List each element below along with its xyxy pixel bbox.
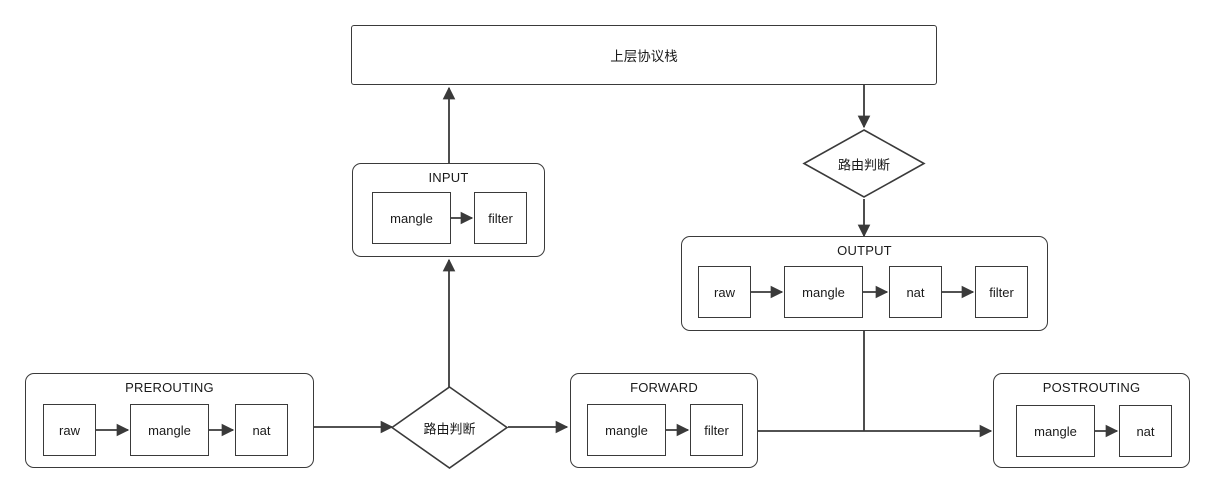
table-input-mangle-label: mangle	[390, 210, 433, 226]
routing-decision-bottom: 路由判断	[390, 385, 509, 470]
table-prerouting-raw-label: raw	[59, 422, 80, 438]
chain-output-internal-arrows	[751, 285, 975, 299]
table-postrouting-mangle: mangle	[1016, 405, 1095, 457]
upper-protocol-stack-label: 上层协议栈	[610, 49, 678, 64]
table-prerouting-mangle-label: mangle	[148, 422, 191, 438]
table-output-raw-label: raw	[714, 284, 735, 300]
chain-forward-internal-arrows	[666, 423, 690, 437]
table-input-filter-label: filter	[488, 210, 513, 226]
diamond-shape	[390, 386, 509, 469]
chain-prerouting-title: PREROUTING	[125, 380, 214, 395]
diamond-shape	[802, 129, 926, 198]
table-postrouting-nat-label: nat	[1136, 423, 1155, 439]
chain-forward: FORWARD mangle filter	[570, 373, 758, 468]
chain-postrouting-internal-arrows	[1095, 424, 1119, 438]
table-postrouting-nat: nat	[1119, 405, 1172, 457]
routing-decision-top: 路由判断	[802, 128, 926, 199]
chain-prerouting: PREROUTING raw mangle nat	[25, 373, 314, 468]
table-prerouting-mangle: mangle	[130, 404, 209, 456]
upper-protocol-stack-box: 上层协议栈	[351, 25, 937, 85]
table-prerouting-raw: raw	[43, 404, 96, 456]
routing-decision-bottom-label: 路由判断	[423, 421, 476, 436]
chain-input-title: INPUT	[428, 170, 469, 185]
table-output-filter: filter	[975, 266, 1028, 318]
chain-output-title: OUTPUT	[837, 243, 892, 258]
chain-postrouting: POSTROUTING mangle nat	[993, 373, 1190, 468]
table-output-mangle: mangle	[784, 266, 863, 318]
chain-output: OUTPUT raw mangle nat filter	[681, 236, 1048, 331]
table-prerouting-nat: nat	[235, 404, 288, 456]
table-output-nat: nat	[889, 266, 942, 318]
table-forward-filter: filter	[690, 404, 743, 456]
table-input-mangle: mangle	[372, 192, 451, 244]
chain-postrouting-title: POSTROUTING	[1042, 380, 1141, 395]
chain-prerouting-internal-arrows	[96, 423, 235, 437]
table-output-nat-label: nat	[906, 284, 925, 300]
table-output-mangle-label: mangle	[802, 284, 845, 300]
chain-forward-title: FORWARD	[630, 380, 698, 395]
table-forward-filter-label: filter	[704, 422, 729, 438]
table-input-filter: filter	[474, 192, 527, 244]
table-forward-mangle-label: mangle	[605, 422, 648, 438]
table-output-raw: raw	[698, 266, 751, 318]
chain-input-internal-arrows	[451, 211, 474, 225]
table-forward-mangle: mangle	[587, 404, 666, 456]
table-output-filter-label: filter	[989, 284, 1014, 300]
chain-input: INPUT mangle filter	[352, 163, 545, 257]
table-prerouting-nat-label: nat	[252, 422, 271, 438]
routing-decision-top-label: 路由判断	[837, 157, 890, 172]
table-postrouting-mangle-label: mangle	[1034, 423, 1077, 439]
